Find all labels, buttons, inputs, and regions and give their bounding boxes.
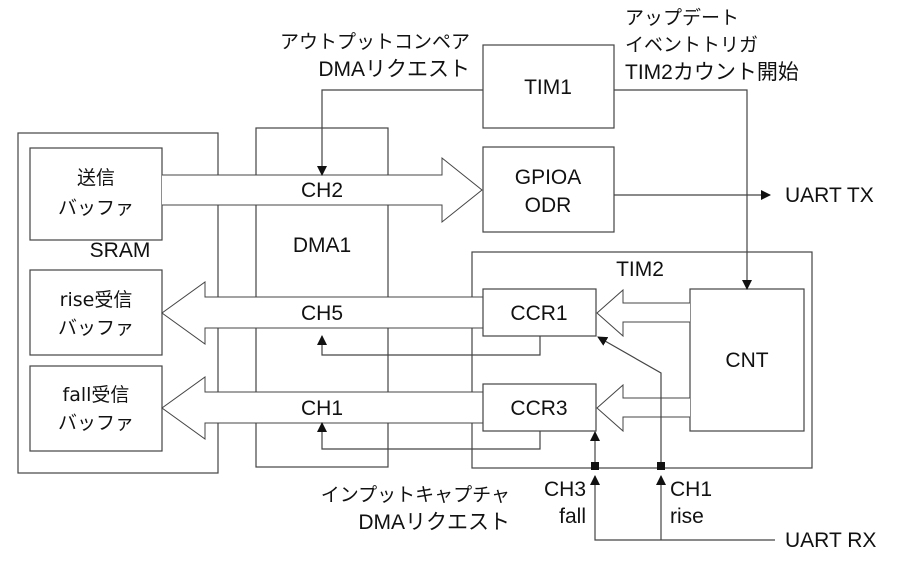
tim2-block xyxy=(471,251,813,469)
ccr1-dma-request-arrow xyxy=(317,335,541,356)
cnt-to-ccr3-arrow xyxy=(596,383,690,433)
ch3-label: CH3 xyxy=(544,478,586,501)
rise-buffer-label-1: rise受信 xyxy=(60,289,133,311)
ccr3-block xyxy=(482,383,597,432)
gpioa-odr-block xyxy=(482,146,615,233)
tim2-label: TIM2 xyxy=(616,258,664,281)
rise-data-arrow xyxy=(161,281,483,345)
uart-tx-label: UART TX xyxy=(785,184,874,207)
fall-buffer-label-2: バッファ xyxy=(58,412,134,434)
rise-label: rise xyxy=(670,505,704,528)
ccr3-label: CCR3 xyxy=(510,397,567,420)
output-compare-label-1: アウトプットコンペア xyxy=(280,31,470,53)
tx-buffer-label-1: 送信 xyxy=(77,167,115,189)
gpioa-label: GPIOA xyxy=(515,166,582,189)
tx-buffer-label-2: バッファ xyxy=(58,197,134,219)
dma-ch1-label: CH1 xyxy=(301,397,343,420)
input-capture-label-2: DMAリクエスト xyxy=(358,511,510,534)
update-event-trigger-arrow xyxy=(614,89,752,290)
uart-rx-label: UART RX xyxy=(785,529,876,552)
fall-data-arrow xyxy=(161,376,483,440)
dma1-label: DMA1 xyxy=(293,234,351,257)
ccr1-label: CCR1 xyxy=(510,302,567,325)
tx-data-arrow xyxy=(162,156,483,224)
fall-label: fall xyxy=(559,505,586,528)
ch1-label: CH1 xyxy=(670,478,712,501)
update-event-label-2: イベントトリガ xyxy=(625,34,758,56)
ch3-fall-input-line xyxy=(590,475,775,541)
cnt-to-ccr1-arrow xyxy=(596,288,690,338)
output-compare-dma-request-arrow xyxy=(317,89,483,176)
sram-label: SRAM xyxy=(90,239,151,262)
tx-buffer-block xyxy=(29,147,163,241)
ccr3-dma-request-arrow xyxy=(317,422,541,450)
tim1-label: TIM1 xyxy=(524,76,572,99)
dma-ch2-label: CH2 xyxy=(301,179,343,202)
update-event-label-1: アップデート xyxy=(625,7,739,29)
dma-ch5-label: CH5 xyxy=(301,302,343,325)
ch3-pin-marker xyxy=(591,462,599,470)
input-capture-label-1: インプットキャプチャ xyxy=(321,484,510,506)
odr-label: ODR xyxy=(525,194,572,217)
ch1-to-ccr1-arrow xyxy=(597,336,662,466)
cnt-label: CNT xyxy=(725,349,768,372)
fall-buffer-block xyxy=(29,365,163,452)
cnt-block xyxy=(689,288,805,432)
output-compare-label-2: DMAリクエスト xyxy=(318,58,470,81)
rise-buffer-label-2: バッファ xyxy=(58,317,134,339)
ch1-pin-marker xyxy=(657,462,665,470)
fall-buffer-label-1: fall受信 xyxy=(63,384,130,406)
update-event-label-3: TIM2カウント開始 xyxy=(625,61,799,84)
ccr1-block xyxy=(482,288,597,337)
tim1-block xyxy=(482,44,615,129)
rise-buffer-block xyxy=(29,269,163,356)
